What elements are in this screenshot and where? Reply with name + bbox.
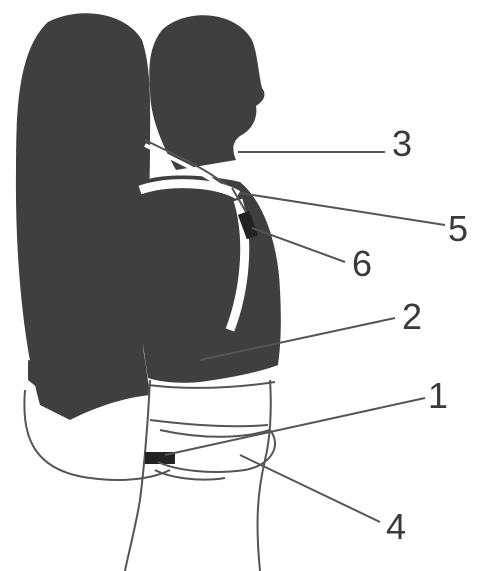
callout-1: 1 <box>428 375 448 416</box>
callout-3: 3 <box>392 123 412 164</box>
hip-pad <box>158 430 275 472</box>
callout-6: 6 <box>352 243 372 284</box>
leader-4 <box>240 455 380 522</box>
callout-5: 5 <box>448 208 468 249</box>
callout-2: 2 <box>402 296 422 337</box>
callout-labels: 3 5 6 2 1 4 <box>352 123 468 547</box>
callout-4: 4 <box>386 506 406 547</box>
hip-belt <box>150 420 268 426</box>
leader-1 <box>165 398 425 455</box>
leader-5 <box>240 193 445 225</box>
back-panel <box>148 382 275 388</box>
